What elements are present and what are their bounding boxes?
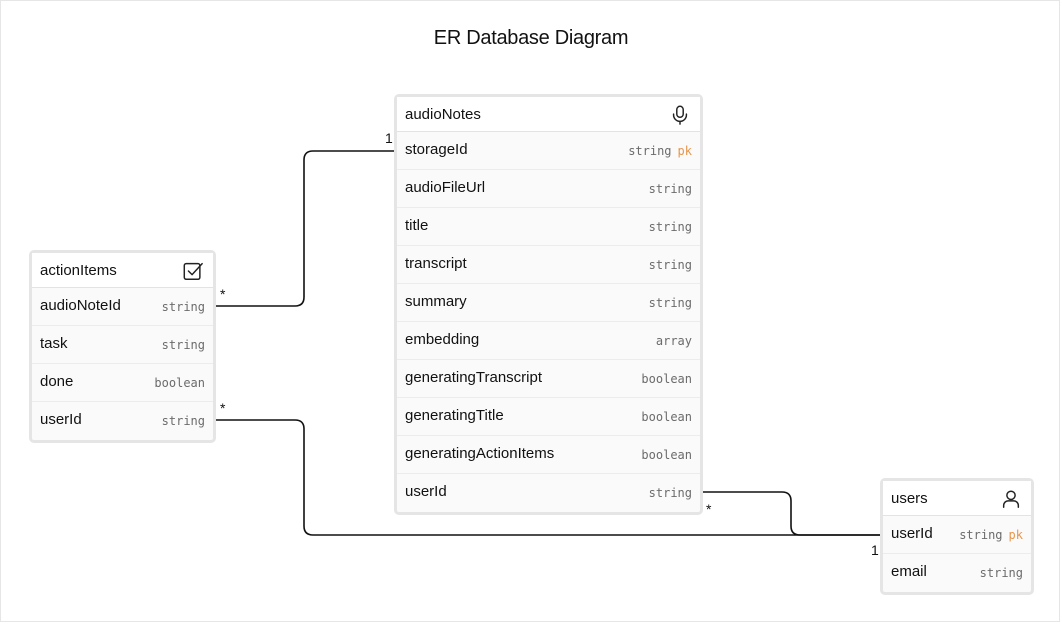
- primary-key-badge: pk: [677, 144, 692, 158]
- field-type: string: [161, 300, 205, 314]
- field-name: transcript: [405, 255, 467, 272]
- field-name: done: [40, 373, 74, 390]
- field-name: audioFileUrl: [405, 179, 486, 196]
- table-name: audioNotes: [405, 106, 481, 123]
- table-header: audioNotes: [397, 97, 700, 132]
- user-icon: [1002, 490, 1020, 508]
- diagram-title: ER Database Diagram: [433, 27, 629, 49]
- table-header: actionItems: [32, 253, 213, 288]
- field-name: storageId: [405, 141, 468, 158]
- field-name: email: [891, 563, 927, 580]
- table-row: audioNoteId string: [32, 288, 213, 326]
- field-type: boolean: [641, 372, 692, 386]
- table-row: generatingActionItems boolean: [397, 436, 700, 474]
- field-type: boolean: [154, 376, 205, 390]
- field-name: title: [405, 217, 429, 234]
- field-type: string: [161, 414, 205, 428]
- edge-actionitems-userid-users: [210, 419, 885, 536]
- table-row: summary string: [397, 284, 700, 322]
- cardinality-label: 1: [871, 542, 879, 558]
- cardinality-label: *: [706, 501, 712, 517]
- field-type: string: [648, 220, 692, 234]
- edge-audionotes-userid-users: [696, 491, 885, 536]
- field-name: generatingTranscript: [405, 369, 543, 386]
- field-name: summary: [405, 293, 467, 310]
- field-type: string: [161, 338, 205, 352]
- field-type: string: [648, 182, 692, 196]
- field-name: userId: [891, 525, 933, 542]
- cardinality-label: 1: [385, 130, 393, 146]
- field-name: audioNoteId: [40, 297, 121, 314]
- microphone-icon: [672, 105, 688, 125]
- checkbox-icon: [183, 262, 203, 280]
- table-row: embedding array: [397, 322, 700, 360]
- table-row: audioFileUrl string: [397, 170, 700, 208]
- field-type: string: [648, 258, 692, 272]
- field-name: generatingTitle: [405, 407, 504, 424]
- field-name: userId: [405, 483, 447, 500]
- table-row: title string: [397, 208, 700, 246]
- table-row: generatingTitle boolean: [397, 398, 700, 436]
- table-actionitems[interactable]: actionItems audioNoteId string task stri…: [29, 250, 216, 443]
- field-type: string: [648, 296, 692, 310]
- field-name: task: [40, 335, 68, 352]
- table-name: actionItems: [40, 262, 117, 279]
- table-name: users: [891, 490, 928, 507]
- edge-audionoteid-storageid: [210, 150, 400, 307]
- cardinality-label: *: [220, 400, 226, 416]
- field-name: userId: [40, 411, 82, 428]
- primary-key-badge: pk: [1008, 528, 1023, 542]
- table-row: transcript string: [397, 246, 700, 284]
- field-type: boolean: [641, 448, 692, 462]
- field-type: array: [655, 334, 692, 348]
- table-row: task string: [32, 326, 213, 364]
- field-type: string: [648, 486, 692, 500]
- table-row: done boolean: [32, 364, 213, 402]
- table-row: generatingTranscript boolean: [397, 360, 700, 398]
- field-type: string: [979, 566, 1023, 580]
- table-row: userId string: [32, 402, 213, 440]
- field-type: boolean: [641, 410, 692, 424]
- field-name: generatingActionItems: [405, 445, 555, 462]
- field-name: embedding: [405, 331, 480, 348]
- table-row: userId string: [397, 474, 700, 512]
- table-header: users: [883, 481, 1031, 516]
- table-row: email string: [883, 554, 1031, 592]
- cardinality-label: *: [220, 286, 226, 302]
